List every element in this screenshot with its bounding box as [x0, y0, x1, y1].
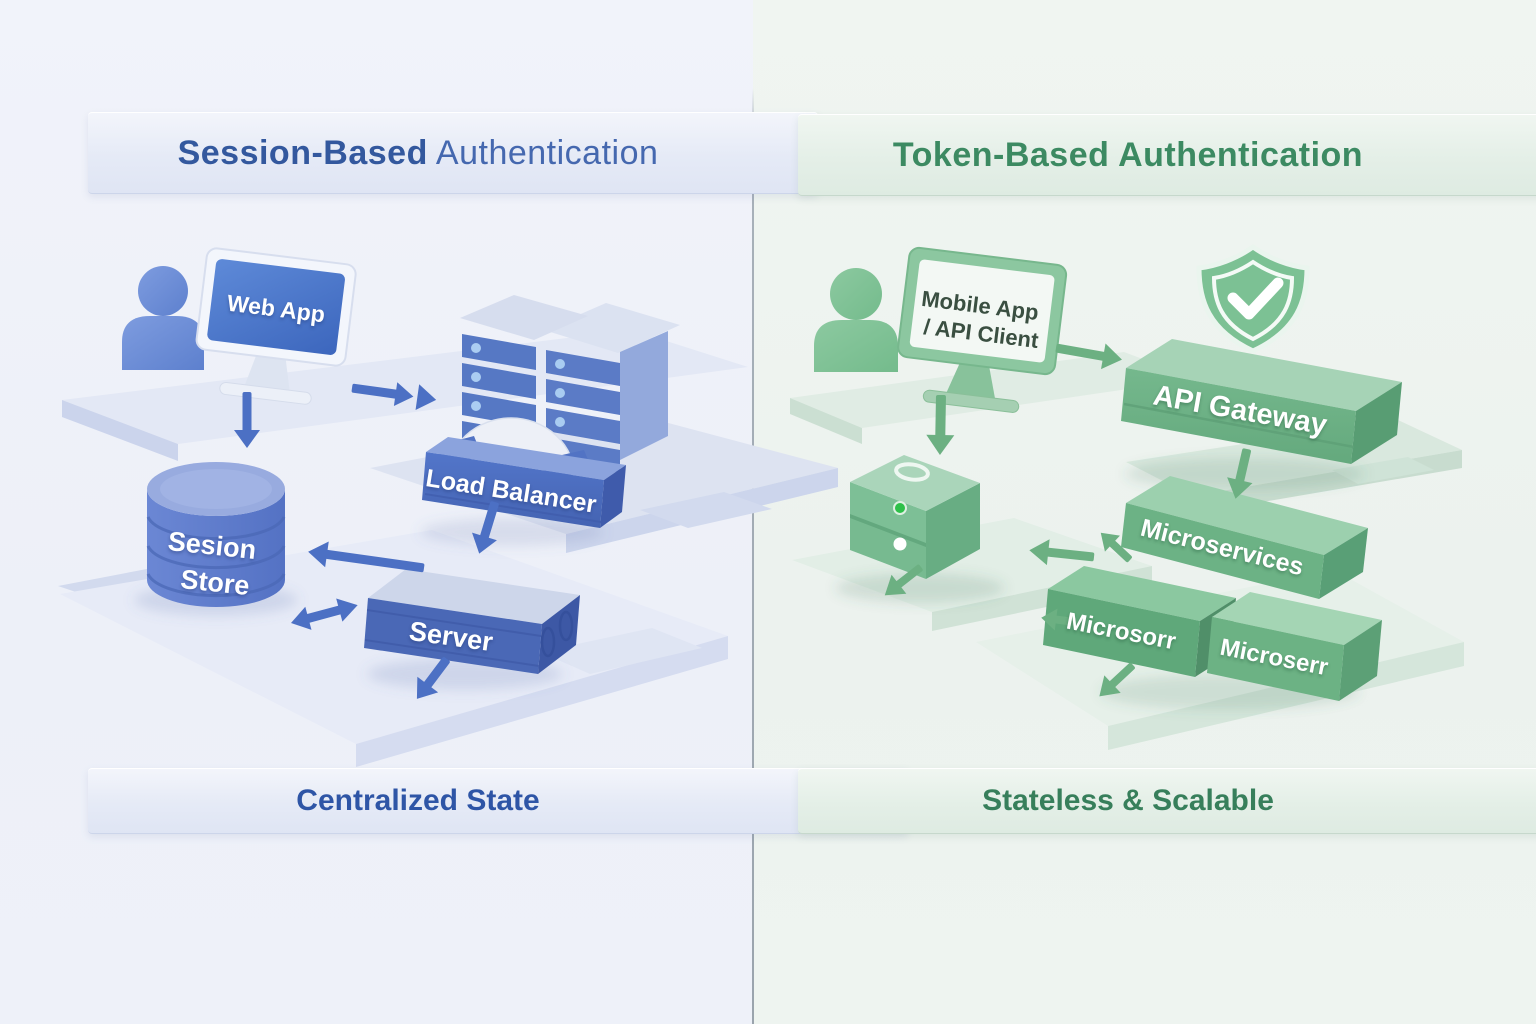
token-store-icon — [850, 455, 980, 579]
session-title: Session-Based Authentication — [178, 134, 659, 173]
server-box-icon — [364, 569, 580, 674]
panel-divider — [752, 88, 754, 1024]
session-title-bold: Session-Based — [177, 133, 428, 172]
arrow-into-microservices — [1100, 532, 1132, 563]
user-icon — [122, 266, 204, 370]
token-title-banner: Token-Based Authentication — [798, 114, 1536, 196]
arrow-client-to-tokenstore — [926, 394, 955, 455]
token-title: Token-Based Authentication — [892, 135, 1364, 174]
arrow-gateway-to-microservices — [1227, 448, 1253, 499]
arrow-into-microservice-a — [1041, 608, 1077, 631]
session-store-database-icon — [146, 462, 286, 607]
arrow-server-to-store — [308, 541, 425, 573]
status-led-green — [893, 501, 907, 515]
api-client-user-icon — [814, 268, 898, 372]
session-diagram — [58, 247, 838, 767]
arrow-client-to-gateway — [1055, 343, 1122, 370]
session-flow-arrows — [234, 382, 499, 699]
arrow-client-to-store — [234, 392, 260, 448]
shield-check-icon — [1196, 243, 1310, 354]
arrow-loadbalancer-to-server — [472, 501, 499, 554]
microservice-b-box-icon — [1207, 592, 1382, 701]
token-diagram — [790, 243, 1464, 750]
shadow — [835, 573, 1005, 603]
web-app-monitor-icon — [195, 247, 357, 405]
arrow-store-server-bidirectional — [291, 598, 358, 630]
arrow-microservices-to-store — [1029, 539, 1095, 566]
session-caption-banner: Centralized State — [88, 768, 908, 834]
arrow-client-to-rack-double — [351, 382, 437, 411]
status-led-white — [893, 537, 907, 551]
mobile-client-monitor-icon — [897, 246, 1068, 413]
token-caption-banner: Stateless & Scalable — [798, 768, 1536, 834]
load-balancer-icon — [422, 417, 626, 528]
arrow-server-down — [416, 657, 450, 699]
token-caption: Stateless & Scalable — [982, 784, 1274, 817]
api-gateway-icon — [1121, 339, 1402, 464]
token-flow-arrows — [884, 343, 1253, 697]
microservices-box-icon — [1121, 476, 1368, 599]
shadow — [420, 518, 604, 546]
arrow-microservice-a-down — [1099, 662, 1135, 697]
session-caption: Centralized State — [296, 784, 540, 817]
power-ring-icon — [894, 462, 930, 482]
arrow-store-down — [884, 564, 923, 596]
session-title-regular: Authentication — [427, 133, 659, 172]
session-title-banner: Session-Based Authentication — [88, 112, 818, 194]
